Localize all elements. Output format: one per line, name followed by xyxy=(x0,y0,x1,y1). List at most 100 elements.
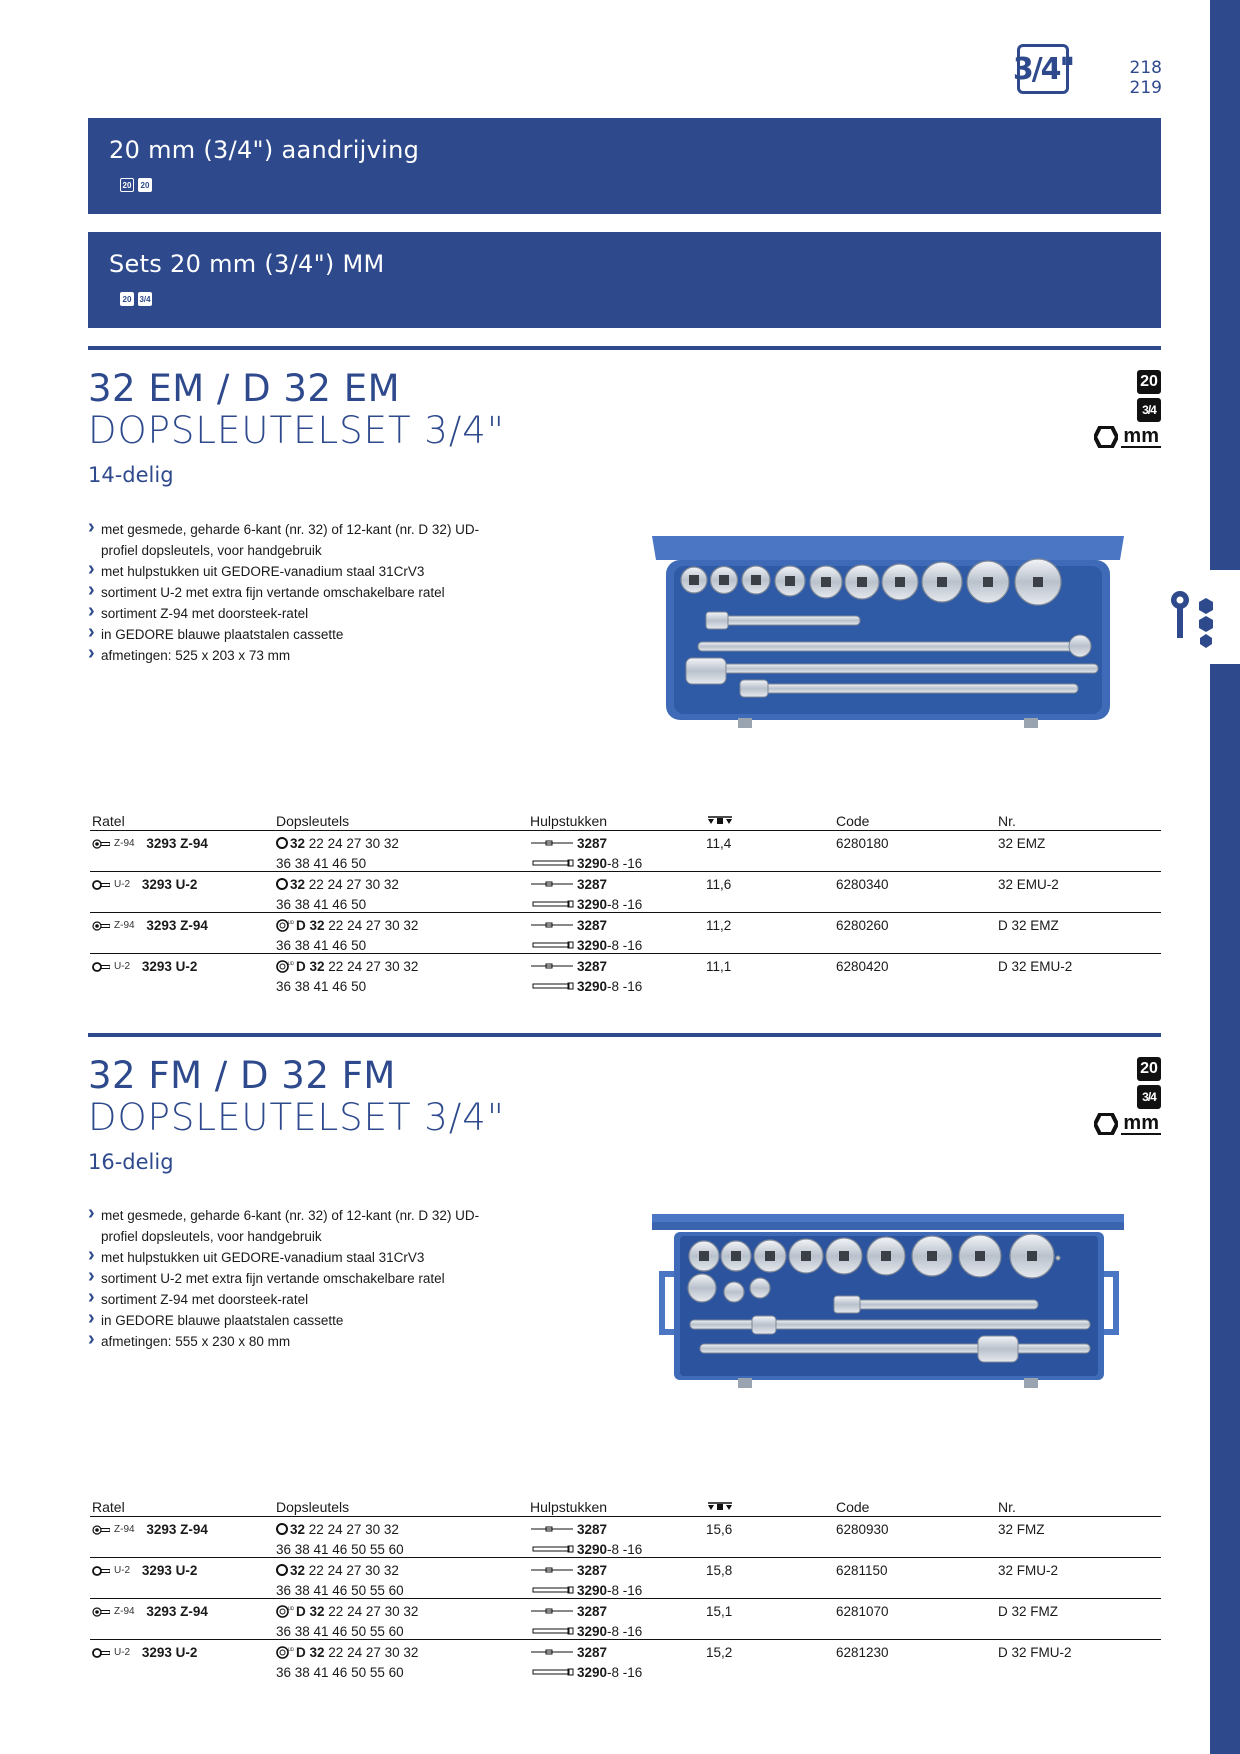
weight-cell: 11,1 xyxy=(706,959,732,974)
socket-sizes: 36 38 41 46 50 55 60 xyxy=(276,1583,404,1598)
accessory-code: 3287 xyxy=(577,1604,608,1619)
svg-text:UD: UD xyxy=(288,1606,294,1611)
nr-cell: D 32 EMU-2 xyxy=(998,959,1073,974)
extension-bar-icon xyxy=(532,1668,574,1676)
nr-cell: 32 EMZ xyxy=(998,836,1046,851)
size-badge: 20 xyxy=(1137,1057,1161,1081)
ratel-type: U-2 xyxy=(114,961,131,972)
ratel-cell: U-2 3293 U-2 xyxy=(92,875,197,895)
header-ratel: Ratel xyxy=(92,813,125,829)
page-number-right: 219 xyxy=(1129,78,1162,98)
accessory-variants: -8 -16 xyxy=(607,1624,643,1639)
socket-series: D 32 xyxy=(296,1604,325,1619)
product-photo xyxy=(652,1214,1124,1388)
feature-item: afmetingen: 525 x 203 x 73 mm xyxy=(88,643,508,666)
feature-item: in GEDORE blauwe plaatstalen cassette xyxy=(88,1308,508,1331)
accessory-code: 3290 xyxy=(577,1583,608,1598)
accessory-variants: -8 -16 xyxy=(607,1542,643,1557)
product-title: 32 FM / D 32 FM xyxy=(88,1054,396,1097)
socket-ring-icon xyxy=(276,1523,288,1535)
socket-series: D 32 xyxy=(296,918,325,933)
feature-list: met gesmede, geharde 6-kant (nr. 32) of … xyxy=(88,517,508,666)
weight-scale-icon xyxy=(708,1502,732,1510)
unit-label: mm xyxy=(1121,425,1161,448)
ratel-code: 3293 U-2 xyxy=(141,1563,198,1578)
size-badge: 20 xyxy=(1137,370,1161,394)
extension-bar-icon xyxy=(531,922,573,928)
accessory-code: 3287 xyxy=(577,836,608,851)
extension-bar-icon xyxy=(532,859,574,867)
ratel-type: U-2 xyxy=(114,1565,131,1576)
nr-cell: 32 FMZ xyxy=(998,1522,1045,1537)
ratel-cell: U-2 3293 U-2 xyxy=(92,1561,197,1581)
accessory-code: 3290 xyxy=(577,856,608,871)
banner-sets: Sets 20 mm (3/4") MM 20 3/4 xyxy=(88,232,1161,328)
drive-size-icon: 3/4" xyxy=(1013,44,1075,94)
product-subtitle: DOPSLEUTELSET 3/4" xyxy=(88,1096,505,1139)
extension-bar-icon xyxy=(532,982,574,990)
accessory-variants: -8 -16 xyxy=(607,856,643,871)
header-dopsleutels: Dopsleutels xyxy=(276,813,350,829)
weight-cell: 11,6 xyxy=(706,877,732,892)
socket-sizes: 36 38 41 46 50 xyxy=(276,897,367,912)
page-number-left: 218 xyxy=(1129,58,1162,78)
accessory-variants: -8 -16 xyxy=(607,979,643,994)
ratel-cell: Z-94 3293 Z-94 xyxy=(92,916,208,936)
banner-title: Sets 20 mm (3/4") MM xyxy=(109,250,385,278)
accessory-code: 3287 xyxy=(577,1645,608,1660)
weight-cell: 15,1 xyxy=(706,1604,733,1619)
feature-item: in GEDORE blauwe plaatstalen cassette xyxy=(88,622,508,645)
socket-sizes: 36 38 41 46 50 xyxy=(276,938,367,953)
socket-ring-icon xyxy=(276,1564,288,1576)
ratchet-icon xyxy=(92,880,110,890)
feature-item: sortiment Z-94 met doorsteek-ratel xyxy=(88,1287,508,1310)
extension-bar-icon xyxy=(532,1627,574,1635)
feature-item: met hulpstukken uit GEDORE-vanadium staa… xyxy=(88,559,508,582)
accessory-variants: -8 -16 xyxy=(607,1583,643,1598)
socket-sizes: 36 38 41 46 50 xyxy=(276,856,367,871)
code-cell: 6280340 xyxy=(836,877,889,892)
ratel-code: 3293 Z-94 xyxy=(146,1522,208,1537)
side-bar-bottom xyxy=(1210,664,1240,1754)
banner-title: 20 mm (3/4") aandrijving xyxy=(109,136,420,164)
extension-bar-icon xyxy=(531,881,573,887)
ratel-code: 3293 U-2 xyxy=(141,877,198,892)
ratel-cell: Z-94 3293 Z-94 xyxy=(92,1520,208,1540)
ratel-code: 3293 U-2 xyxy=(141,1645,198,1660)
ratchet-icon xyxy=(92,962,110,972)
ratel-code: 3293 U-2 xyxy=(141,959,198,974)
code-cell: 6280260 xyxy=(836,918,889,933)
size-mini-icon: 20 xyxy=(138,178,152,192)
nr-cell: 32 EMU-2 xyxy=(998,877,1059,892)
weight-cell: 11,2 xyxy=(706,918,732,933)
product-table: Ratel Dopsleutels Hulpstukken Code Nr. Z… xyxy=(90,1497,1161,1681)
section-rule xyxy=(88,346,1161,350)
socket-sizes: 22 24 27 30 32 xyxy=(308,836,399,851)
ratel-cell: U-2 3293 U-2 xyxy=(92,1643,197,1663)
twelve-point-icon: UD xyxy=(276,960,294,973)
ratel-type: Z-94 xyxy=(114,920,135,931)
section-rule xyxy=(88,1033,1161,1037)
extension-bar-icon xyxy=(531,840,573,846)
accessory-code: 3290 xyxy=(577,1542,608,1557)
accessory-code: 3290 xyxy=(577,1665,608,1680)
extension-bar-icon xyxy=(532,1586,574,1594)
ratchet-icon xyxy=(92,1648,110,1658)
code-cell: 6280420 xyxy=(836,959,889,974)
ratel-code: 3293 Z-94 xyxy=(146,918,208,933)
socket-series: D 32 xyxy=(296,959,325,974)
